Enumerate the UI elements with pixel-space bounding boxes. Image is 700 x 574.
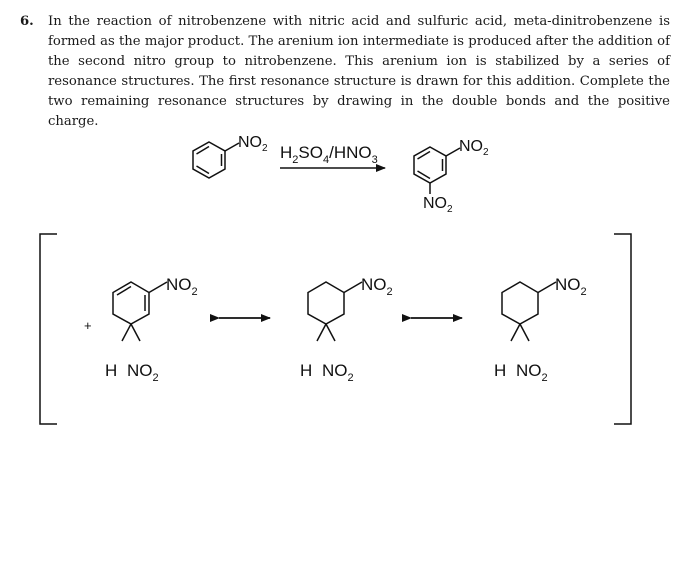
product-bottom-no2-label: NO2 [423, 195, 453, 215]
question-number: 6. [20, 14, 34, 29]
structure-3-sp3-no2-label: NO2 [516, 361, 548, 384]
product-top-no2-label: NO2 [459, 138, 489, 158]
structure-1-h-label: H [105, 361, 117, 380]
structure-2-h-label: H [300, 361, 312, 380]
reactant-no2-label: NO2 [238, 134, 268, 154]
resonance-structure-2 [307, 281, 363, 342]
nitrobenzene-reactant [192, 141, 240, 179]
resonance-structure-1 [112, 281, 168, 342]
resonance-structure-3 [501, 281, 557, 342]
reagent-label: H2SO4/HNO3 [280, 143, 378, 166]
question-text: In the reaction of nitrobenzene with nit… [48, 14, 670, 129]
structure-3-no2-label: NO2 [555, 275, 587, 298]
structure-2-sp3-no2-label: NO2 [322, 361, 354, 384]
right-bracket [614, 233, 632, 425]
structure-1-sp3-no2-label: NO2 [127, 361, 159, 384]
m-dinitrobenzene-product [413, 146, 461, 194]
structure-2-no2-label: NO2 [361, 275, 393, 298]
structure-1-no2-label: NO2 [166, 275, 198, 298]
positive-charge: + [84, 318, 92, 333]
structure-3-h-label: H [494, 361, 506, 380]
left-bracket [39, 233, 57, 425]
